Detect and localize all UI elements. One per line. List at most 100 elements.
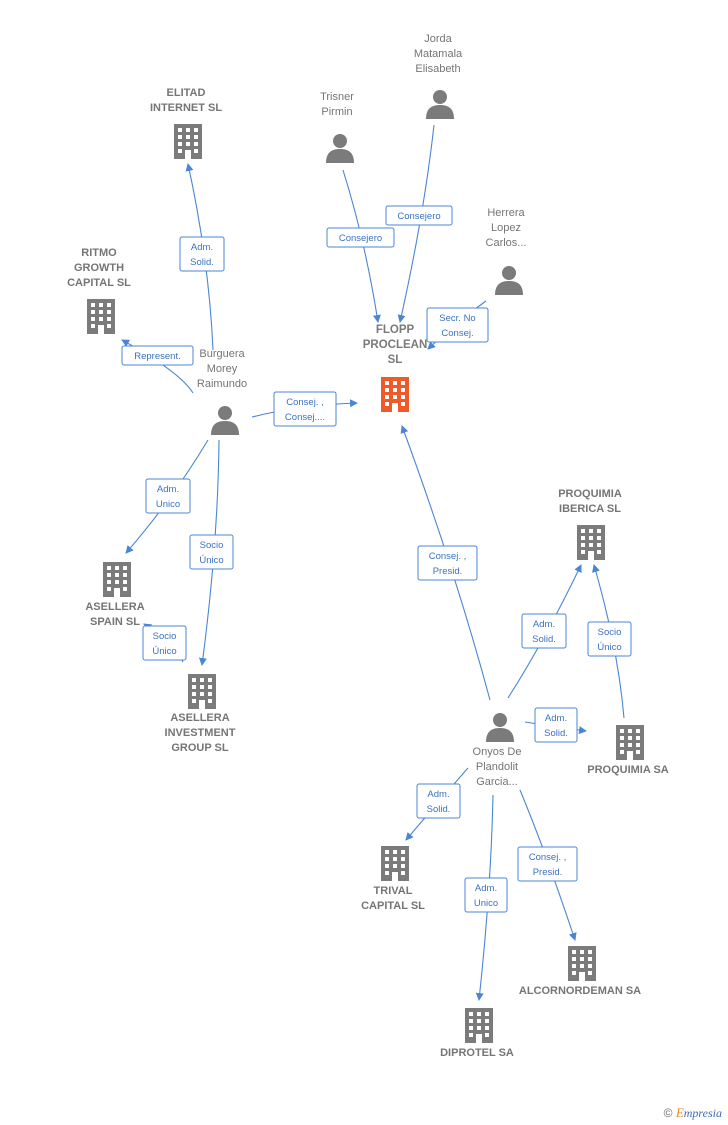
edge-label-frame	[179, 236, 225, 272]
node-proquimia[interactable]: PROQUIMIA SA	[587, 725, 669, 776]
edge-label-box[interactable]: Adm.Solid.	[521, 613, 567, 649]
edge-label-line: Presid.	[433, 566, 463, 577]
node-onyos[interactable]: Onyos DePlandolitGarcia...	[473, 713, 522, 788]
person-icon[interactable]	[486, 713, 514, 742]
building-icon[interactable]	[465, 1008, 493, 1043]
edge-label-box[interactable]: Consejero	[326, 227, 395, 248]
copyright-icon: ©	[663, 1106, 673, 1120]
node-label-line: RITMO	[81, 247, 117, 259]
edge-label-frame	[273, 391, 337, 427]
brand-logo-text: mpresia	[683, 1106, 722, 1120]
node-label-line: SPAIN SL	[90, 616, 140, 628]
building-icon[interactable]	[381, 377, 409, 412]
person-icon[interactable]	[326, 134, 354, 163]
building-icon[interactable]	[188, 674, 216, 709]
building-icon[interactable]	[381, 846, 409, 881]
edge-label-line: Adm.	[533, 619, 555, 630]
edge-label-box[interactable]: Consejero	[385, 205, 453, 226]
building-icon[interactable]	[568, 946, 596, 981]
brand-logo-initial: E	[675, 1105, 684, 1120]
edge-label-line: Consej. ,	[286, 397, 324, 408]
node-label-line: CAPITAL SL	[361, 900, 425, 912]
edge-label-box[interactable]: Consej. , Consej....	[273, 391, 337, 427]
person-icon[interactable]	[211, 406, 239, 435]
node-alcornordeman[interactable]: ALCORNORDEMAN SA	[519, 946, 641, 997]
edge-label-frame	[517, 846, 578, 882]
edge-burguera-to-ritmo: Represent.	[121, 339, 194, 394]
node-label-line: Onyos De	[473, 746, 522, 758]
edge-label-line: Presid.	[533, 867, 563, 878]
edge-burguera-to-elitad: Adm.Solid.	[179, 163, 225, 351]
edge-onyos-to-diprotel: Adm.Unico	[464, 794, 508, 1001]
node-asellera_spain[interactable]: ASELLERA SPAIN SL	[85, 562, 145, 628]
building-icon[interactable]	[616, 725, 644, 760]
edge-onyos-to-flopp: Consej. ,Presid.	[400, 425, 491, 701]
edge-onyos-to-alcornordeman: Consej. ,Presid.	[517, 789, 578, 941]
node-label-line: PROQUIMIA SA	[587, 764, 669, 776]
edge-label-line: Adm.	[157, 484, 179, 495]
edge-onyos-to-trival: Adm.Solid.	[405, 767, 469, 841]
edge-label-line: Consej....	[285, 412, 325, 423]
edge-label-line: Represent.	[134, 351, 180, 362]
node-label-line: Herrera	[487, 207, 525, 219]
edge-label-frame	[145, 478, 191, 514]
edge-label-box[interactable]: Adm.Unico	[145, 478, 191, 514]
node-label-line: GROUP SL	[171, 742, 229, 754]
edge-label-line: Secr. No	[439, 313, 475, 324]
node-label-line: ASELLERA	[170, 712, 229, 724]
edge-label-box[interactable]: Consej. ,Presid.	[517, 846, 578, 882]
node-diprotel[interactable]: DIPROTEL SA	[440, 1008, 514, 1059]
edge-label-frame	[385, 205, 453, 226]
edge-label-box[interactable]: Adm.Unico	[464, 877, 508, 913]
edge-label-line: Único	[597, 642, 621, 653]
edge-label-box[interactable]: Adm.Solid.	[416, 783, 461, 819]
edge-label-box[interactable]: Represent.	[121, 345, 194, 366]
node-label-line: INVESTMENT	[165, 727, 236, 739]
node-label-line: INTERNET SL	[150, 102, 222, 114]
edge-label-frame	[534, 707, 578, 743]
node-label-line: IBERICA SL	[559, 503, 621, 515]
edge-label-line: Socio	[598, 627, 622, 638]
person-icon[interactable]	[426, 90, 454, 119]
building-icon[interactable]	[87, 299, 115, 334]
node-label-line: ALCORNORDEMAN SA	[519, 985, 641, 997]
person-icon[interactable]	[495, 266, 523, 295]
node-label-line: CAPITAL SL	[67, 277, 131, 289]
node-label-line: Carlos...	[486, 237, 527, 249]
edge-label-box[interactable]: Adm.Solid.	[534, 707, 578, 743]
node-asellera_inv[interactable]: ASELLERA INVESTMENT GROUP SL	[165, 674, 236, 754]
building-icon[interactable]	[174, 124, 202, 159]
building-icon[interactable]	[103, 562, 131, 597]
node-herrera[interactable]: HerreraLopezCarlos...	[486, 207, 527, 295]
edge-label-box[interactable]: Consej. ,Presid.	[417, 545, 478, 581]
edge-label-frame	[587, 621, 632, 657]
edge-label-frame	[189, 534, 234, 570]
node-label-line: PROCLEAN	[363, 339, 428, 351]
edge-label-frame	[521, 613, 567, 649]
node-label-line: ASELLERA	[85, 601, 144, 613]
edge-burguera-to-asellera_spain: Adm.Unico	[125, 439, 209, 554]
node-label-line: DIPROTEL SA	[440, 1047, 514, 1059]
edge-label-box[interactable]: Adm.Solid.	[179, 236, 225, 272]
edge-label-frame	[426, 307, 489, 343]
copyright-footer: © Empresia	[664, 1105, 722, 1121]
node-label-line: Jorda	[424, 33, 452, 45]
building-icon[interactable]	[577, 525, 605, 560]
edge-label-line: Único	[199, 555, 223, 566]
edge-label-line: Socio	[200, 540, 224, 551]
